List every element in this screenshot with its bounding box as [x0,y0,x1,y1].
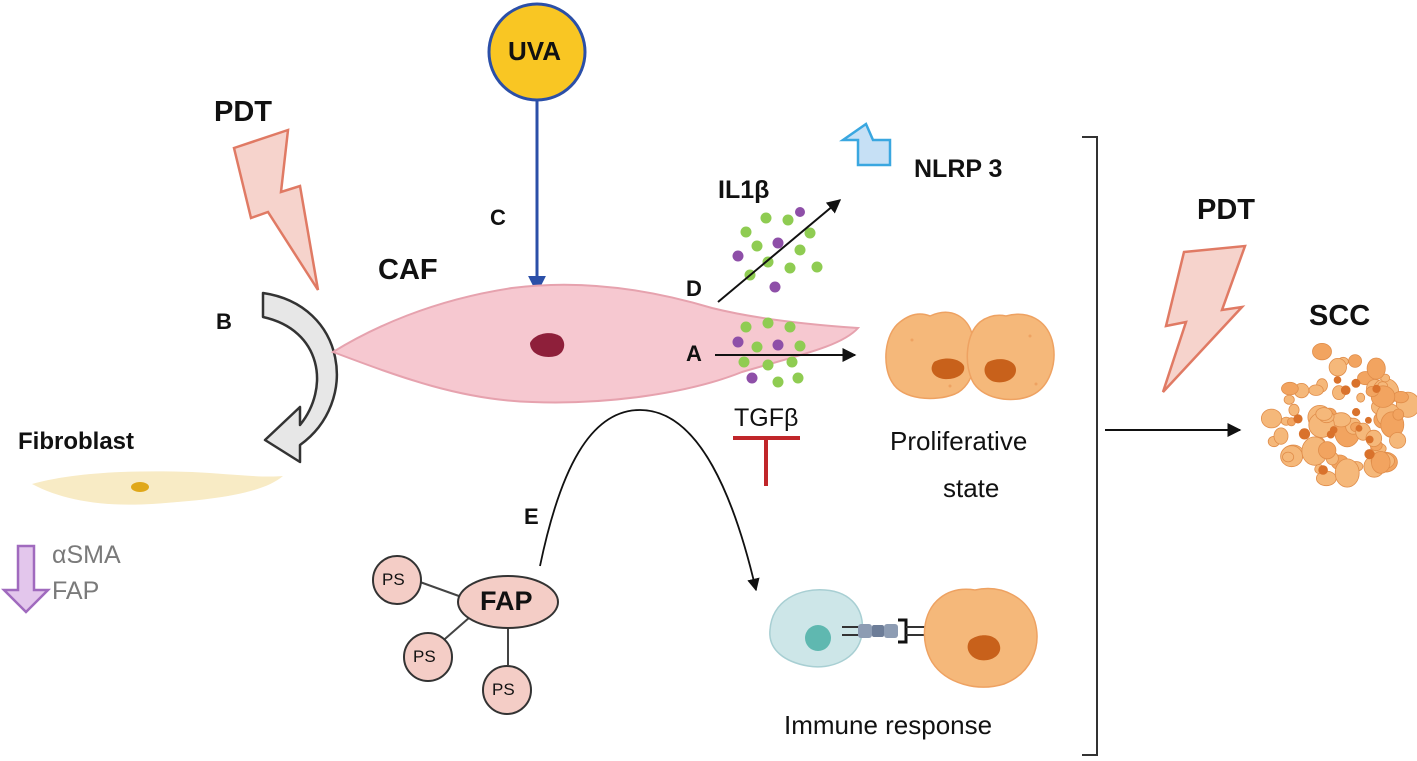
scc-cell-fragment [1312,342,1332,361]
scc-cell-nucleus [1365,435,1374,444]
scc-cell-fragment [1288,403,1300,417]
curved-arrow-b [261,291,338,464]
scc-cell-nucleus [1351,378,1361,388]
scc-cell-fragment [1318,441,1337,460]
scc-cell-fragment [1392,408,1405,421]
step-letter-c: C [490,205,506,230]
scc-cell-fragment [1328,358,1347,377]
fap-center-label: FAP [480,586,533,616]
pdt-right-label: PDT [1197,194,1255,226]
pdt-right-bolt-icon [1161,244,1247,393]
scc-cell-nucleus [1318,465,1328,475]
scc-cell-nucleus [1333,376,1342,384]
scc-cell-nucleus [1355,425,1363,432]
scc-cell-nucleus [1352,408,1361,417]
proliferative-label-1: Proliferative [890,426,1028,456]
tgfb-inhibition-symbol [733,436,800,486]
scc-cell-nucleus [1372,384,1381,393]
tgfb-label: TGFβ [734,404,799,432]
scc-cell-nucleus [1293,414,1303,424]
nlrp3-up-arrow-icon [839,122,892,167]
scc-cell-nucleus [1326,430,1335,439]
fap-marker-label: FAP [52,577,100,605]
tgfb-cytokine-cluster [732,317,806,388]
step-letter-b: B [216,309,232,334]
scc-cell-fragment [1366,357,1386,380]
caf-nucleus [530,333,565,357]
caf-label: CAF [378,254,438,286]
scc-cell-fragment [1356,392,1366,403]
nlrp3-label: NLRP 3 [914,155,1003,183]
scc-cell-fragment [1334,458,1360,488]
fibroblast-cell [32,471,283,505]
ps-label-2: PS [413,647,436,666]
step-letter-a: A [686,341,702,366]
down-arrow-icon [0,544,52,614]
fap-ps-conjugate [372,555,559,715]
scc-label: SCC [1309,300,1371,332]
immune-response-label: Immune response [784,710,993,740]
fibroblast-label: Fibroblast [18,428,135,455]
scc-cell-nucleus [1298,428,1311,440]
scc-cell-fragment [1261,408,1283,429]
arrow-d [717,199,842,303]
il1b-cytokine-cluster [732,207,823,293]
scc-cell-fragment [1392,390,1409,404]
scc-cell-nucleus [1365,416,1372,424]
scc-cell-fragment [1308,384,1324,396]
scc-cell-fragment [1283,394,1295,405]
scc-cell-fragment [1389,432,1407,449]
ps-label-1: PS [382,570,405,589]
scc-cell-fragment [1282,451,1295,463]
scc-cell-nucleus [1340,385,1351,396]
proliferative-label-2: state [943,473,1000,503]
scc-cell-fragment [1273,427,1289,445]
scc-cell-fragment [1371,450,1391,474]
caf-cell [330,283,861,404]
proliferative-tumor-cells [885,311,1055,401]
pdt-left-label: PDT [214,96,272,128]
bracket [1082,136,1098,756]
pdt-left-bolt-icon [232,128,320,291]
scc-cell-fragment [1281,381,1299,396]
uva-label: UVA [508,36,561,66]
scc-cell-nucleus [1364,449,1375,460]
immune-synapse [769,587,1038,688]
ps-label-3: PS [492,680,515,699]
arrow-e [539,409,760,592]
step-letter-e: E [524,504,539,529]
step-letter-d: D [686,276,702,301]
asma-label: αSMA [52,541,121,569]
scc-cell-fragment [1315,407,1333,421]
il1b-label: IL1β [718,176,770,204]
scc-tumor-mass [1261,342,1417,488]
scc-cell-fragment [1348,354,1362,368]
fibroblast-nucleus [131,482,149,492]
